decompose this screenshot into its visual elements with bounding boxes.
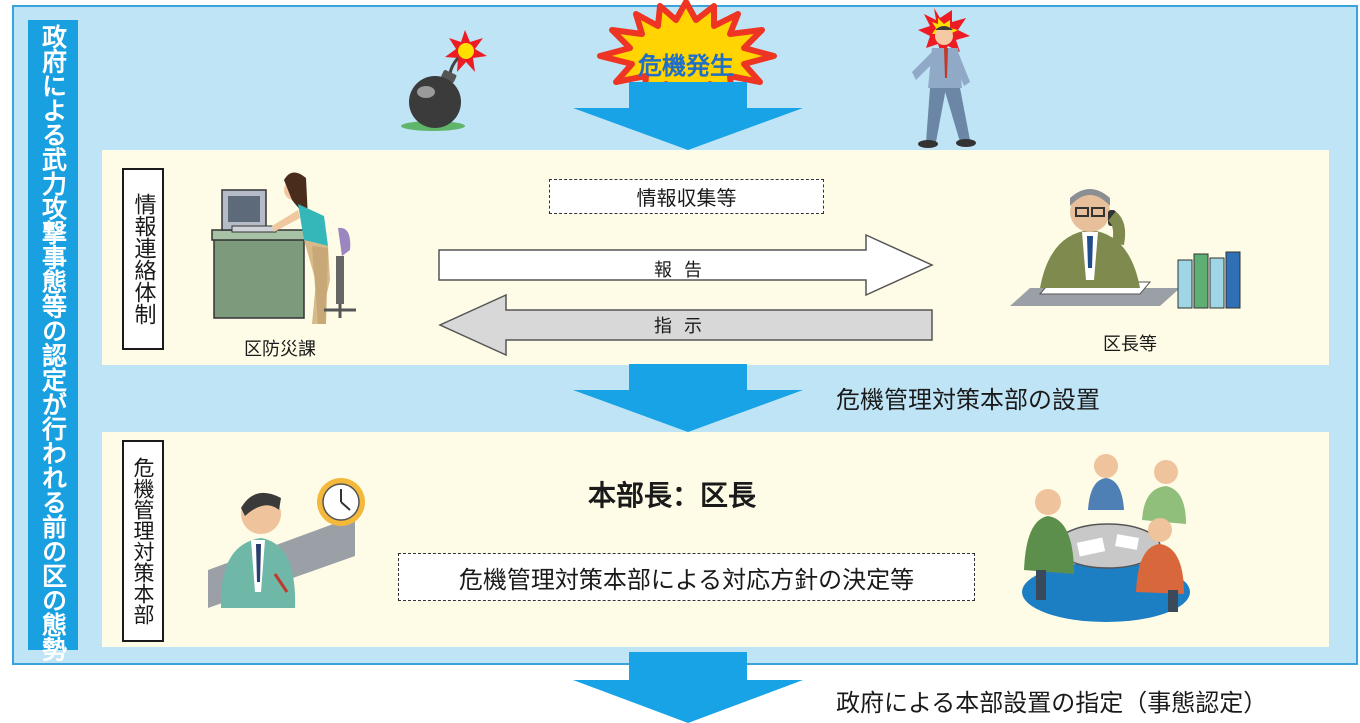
office-worker-icon [211,172,356,324]
meeting-icon [1022,454,1190,622]
bomb-icon [401,30,487,131]
crisis-label: 危機発生 [638,52,734,80]
crisis-hq-label: 危機管理対策本部 [122,440,164,642]
info-liaison-label: 情報連絡体制 [122,168,164,350]
sidebar-title-text: 政府による武力攻撃事態等の認定が行われる前の区の態勢 [38,24,68,661]
hq-policy-box: 危機管理対策本部による対応方針の決定等 [398,553,975,601]
instruction-arrow [438,293,933,357]
ward-mayor-caption: 区長等 [1103,334,1157,355]
instruction-label: 指示 [654,316,714,337]
info-collection-box: 情報収集等 [549,179,824,214]
down-arrow-2 [573,652,803,723]
surprised-man-icon [912,8,976,148]
report-label: 報告 [654,260,714,281]
disaster-division-caption: 区防災課 [244,339,316,360]
ward-mayor-icon [1010,189,1241,309]
report-arrow [438,233,934,297]
clock-worker-icon [208,478,365,608]
down-arrow-0 [573,82,803,150]
hq-establishment-label: 危機管理対策本部の設置 [836,386,1100,414]
sidebar-title: 政府による武力攻撃事態等の認定が行われる前の区の態勢 [28,20,78,661]
government-designation-label: 政府による本部設置の指定（事態認定） [836,689,1268,717]
down-arrow-1 [573,364,803,432]
hq-head-label: 本部長：区長 [588,479,757,512]
